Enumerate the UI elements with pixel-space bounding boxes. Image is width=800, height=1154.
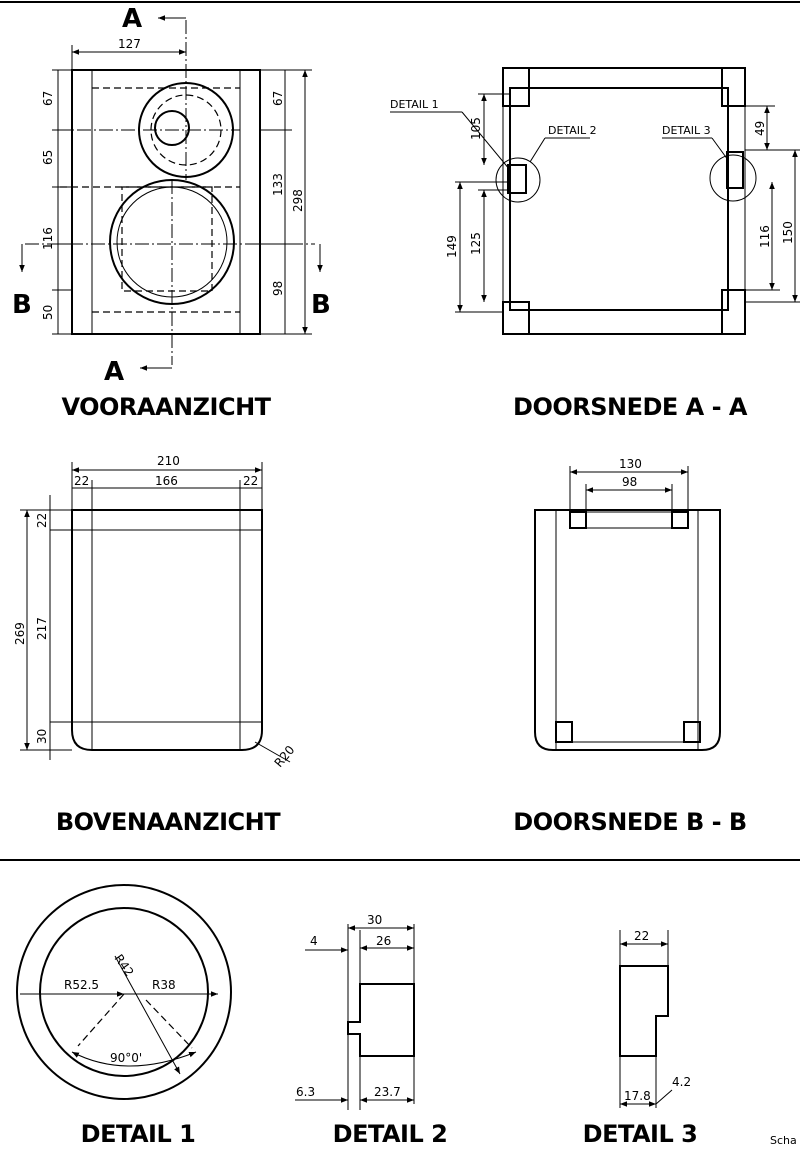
top-dim-22-left: 22: [74, 474, 89, 488]
front-dim-right-133: 133: [271, 173, 285, 196]
title-detail2: DETAIL 2: [333, 1120, 448, 1148]
aa-label-detail1: DETAIL 1: [390, 98, 439, 111]
section-mark-a-top: A: [122, 4, 142, 34]
bb-dim-98: 98: [622, 475, 637, 489]
detail3-dim-4-2: 4.2: [672, 1075, 691, 1089]
detail3-profile: [619, 930, 673, 1108]
detail3-dim-17-8: 17.8: [624, 1089, 651, 1103]
front-view: [19, 15, 323, 371]
detail2-profile: [295, 924, 415, 1110]
title-section-aa: DOORSNEDE A - A: [513, 393, 748, 421]
detail1-dim-r525: R52.5: [64, 978, 99, 992]
detail1-ring: [16, 884, 232, 1100]
front-dim-left-65: 65: [41, 150, 55, 165]
title-detail3: DETAIL 3: [583, 1120, 698, 1148]
front-dim-right-98: 98: [271, 281, 285, 296]
front-dim-left-116: 116: [41, 227, 55, 250]
detail2-dim-23-7: 23.7: [374, 1085, 401, 1099]
section-mark-b-left: B: [12, 290, 32, 320]
section-mark-a-bottom: A: [104, 357, 124, 387]
top-dim-22-vertical: 22: [35, 513, 49, 528]
detail1-dim-r42: R42: [112, 952, 137, 979]
front-dim-left-50: 50: [41, 305, 55, 320]
aa-label-detail3: DETAIL 3: [662, 124, 711, 137]
bb-dim-130: 130: [619, 457, 642, 471]
title-front-view: VOORAANZICHT: [61, 393, 271, 421]
top-dim-r20: R20: [272, 743, 298, 770]
front-dim-right-298: 298: [291, 189, 305, 212]
title-section-bb: DOORSNEDE B - B: [513, 808, 746, 836]
front-dim-right-67: 67: [271, 91, 285, 106]
top-dim-210: 210: [157, 454, 180, 468]
top-dim-22-right: 22: [243, 474, 258, 488]
top-dim-217: 217: [35, 617, 49, 640]
detail3-dim-22: 22: [634, 929, 649, 943]
detail1-dim-angle: 90°0': [110, 1051, 142, 1065]
top-dim-30: 30: [35, 729, 49, 744]
front-dim-127: 127: [118, 37, 141, 51]
section-aa: [390, 67, 800, 335]
aa-dim-116: 116: [758, 225, 772, 248]
aa-dim-150: 150: [781, 221, 795, 244]
aa-dim-105: 105: [469, 117, 483, 140]
detail2-dim-26: 26: [376, 934, 391, 948]
title-detail1: DETAIL 1: [81, 1120, 196, 1148]
aa-dim-49: 49: [753, 121, 767, 136]
top-view: [20, 462, 291, 763]
title-top-view: BOVENAANZICHT: [56, 808, 281, 836]
aa-dim-149: 149: [445, 235, 459, 258]
detail1-dim-r38: R38: [152, 978, 176, 992]
detail2-dim-6-3: 6.3: [296, 1085, 315, 1099]
top-dim-166: 166: [155, 474, 178, 488]
aa-label-detail2: DETAIL 2: [548, 124, 597, 137]
top-dim-269: 269: [13, 622, 27, 645]
section-mark-b-right: B: [311, 290, 331, 320]
detail2-dim-4: 4: [310, 934, 318, 948]
corner-text: Scha: [770, 1134, 797, 1147]
aa-dim-125: 125: [469, 232, 483, 255]
section-bb: [534, 466, 721, 751]
front-dim-left-67: 67: [41, 91, 55, 106]
detail2-dim-30: 30: [367, 913, 382, 927]
